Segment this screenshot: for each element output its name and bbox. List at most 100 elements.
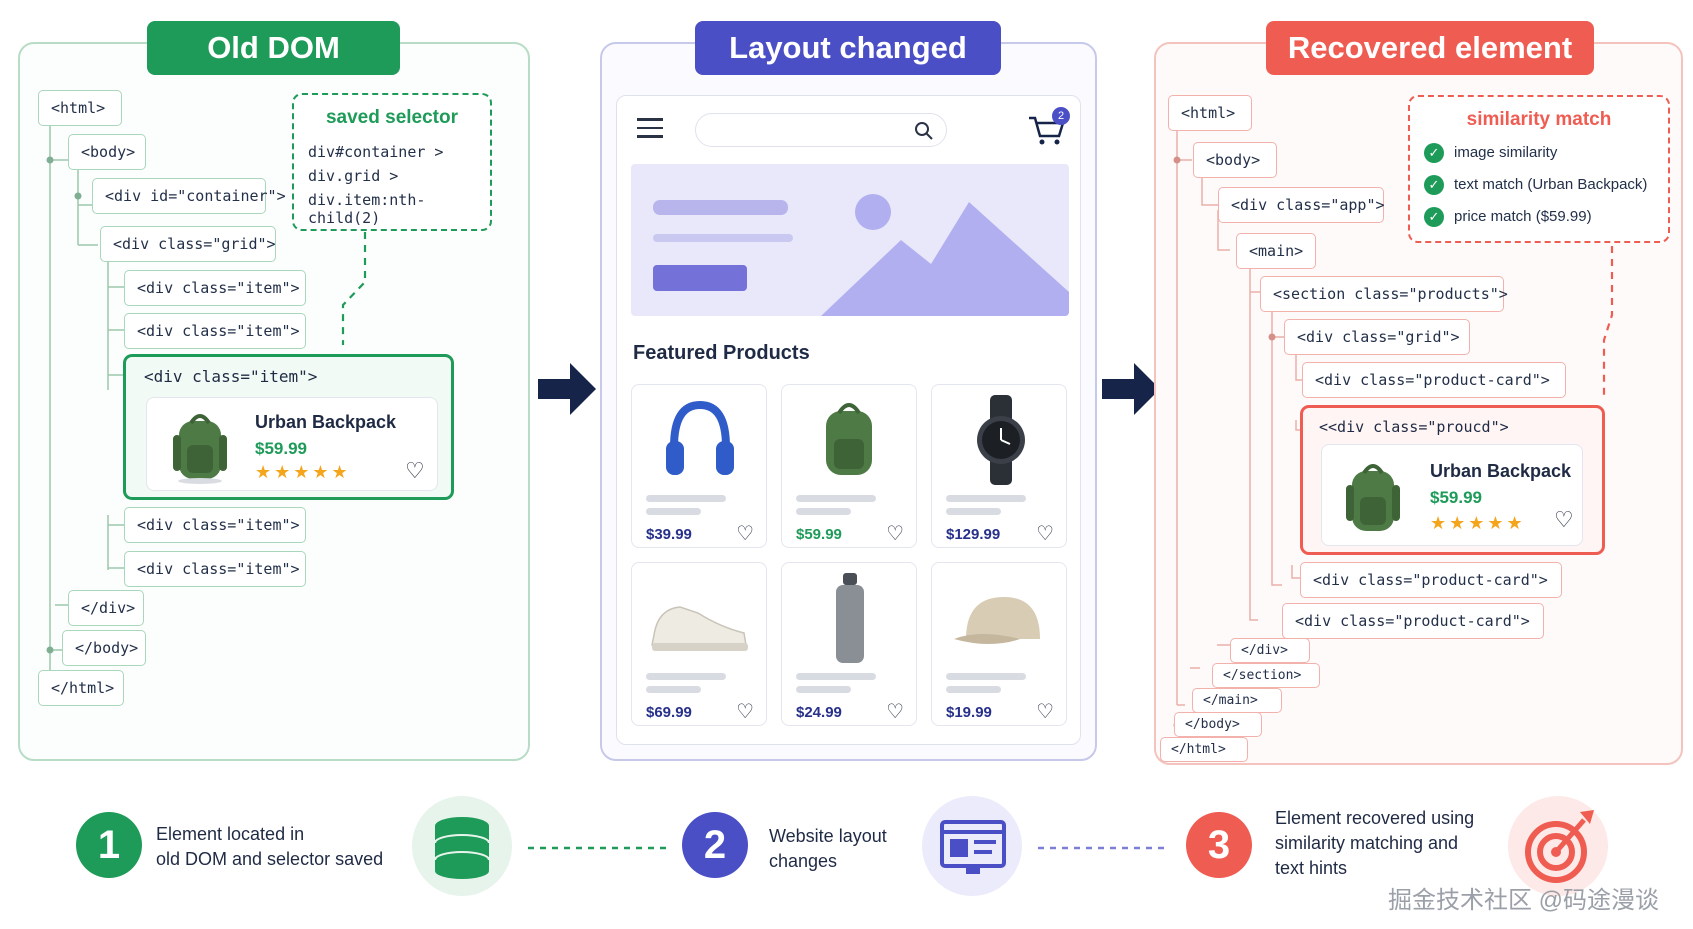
old-product-price: $59.99 [255,439,307,458]
saved-selector-title: saved selector [325,107,459,128]
dashed-connector [1038,846,1168,850]
heart-icon[interactable]: ♡ [886,523,904,545]
step-2-badge: 2 [682,812,748,878]
old-tag-item-4: <div class="item"> [124,507,306,543]
dashed-connector [528,846,666,850]
step-2-text: Website layout changes [769,824,887,874]
hero-line [653,234,793,242]
new-tag-grid: <div class="grid"> [1284,319,1470,355]
new-tag-html: <html> [1168,95,1252,131]
placeholder-line [796,686,851,693]
bottle-icon [836,573,864,663]
check-icon: ✓ [1424,143,1444,163]
layout-changed-title: Layout changed [695,21,1001,75]
selector-line-2: div.grid > [308,167,399,185]
placeholder-line [796,673,876,680]
browser-mockup: 2 Featured Products $39.99 ♡ $59.99 ♡ [616,95,1081,745]
step-3-text: Element recovered using similarity match… [1275,806,1474,881]
target-icon [1508,796,1608,896]
arrow-right-icon [538,363,596,415]
old-product-stars: ★★★★★ [255,462,351,482]
hero-cta-button[interactable] [653,265,747,291]
heart-icon: ♡ [1554,507,1574,532]
old-tag-container: <div id="container"> [92,178,286,214]
product-price: $69.99 [646,704,692,721]
check-icon: ✓ [1424,175,1444,195]
watermark: 掘金技术社区 @码途漫谈 [1388,887,1660,914]
step-3-line: Element recovered using [1275,808,1475,828]
search-input[interactable] [695,113,947,147]
hero-banner [631,164,1069,316]
check-icon: ✓ [1424,207,1444,227]
heart-icon[interactable]: ♡ [886,701,904,723]
product-price: $129.99 [946,526,1001,543]
hamburger-menu-icon[interactable] [637,118,663,138]
database-icon [412,796,512,896]
product-card[interactable]: $69.99 ♡ [631,562,767,726]
recovered-target-element: <<div class="proucd"> Urban Backpack $59… [1300,405,1605,555]
watch-icon [977,395,1025,485]
backpack-icon [826,403,872,475]
step-2-line: changes [769,851,838,871]
old-tag-body: <body> [68,134,146,170]
search-icon[interactable] [914,121,934,141]
product-price: $59.99 [796,526,842,543]
similarity-match-box: similarity match ✓ image similarity ✓ te… [1408,95,1670,243]
product-price: $39.99 [646,526,692,543]
backpack-icon [173,414,227,484]
product-card[interactable]: $24.99 ♡ [781,562,917,726]
old-tag-grid: <div class="grid"> [100,226,276,262]
heart-icon: ♡ [405,458,425,483]
old-product-name: Urban Backpack [255,412,397,432]
product-card[interactable]: $19.99 ♡ [931,562,1067,726]
old-tag-html: <html> [38,90,122,126]
new-tag-product-card-2: <div class="product-card"> [1300,562,1562,598]
recovered-product-price: $59.99 [1430,488,1482,507]
match-item-text: text match (Urban Backpack) [1454,176,1648,193]
recovered-product-name: Urban Backpack [1430,461,1572,481]
old-tag-div-close: </div> [68,590,144,626]
selector-line-3: div.item:nth-child(2) [308,191,426,227]
new-tag-body-close: </body> [1174,712,1262,737]
new-tag-main: <main> [1236,233,1316,269]
product-card[interactable]: $59.99 ♡ [781,384,917,548]
product-card[interactable]: $129.99 ♡ [931,384,1067,548]
placeholder-line [946,673,1026,680]
old-product-card: Urban Backpack $59.99 ★★★★★ ♡ [146,397,438,491]
headphones-icon [666,400,734,475]
recovered-product-stars: ★★★★★ [1430,513,1526,533]
match-item-image: image similarity [1454,144,1558,161]
heart-icon[interactable]: ♡ [1036,523,1054,545]
new-tag-div-close: </div> [1230,638,1310,663]
placeholder-line [646,673,726,680]
new-tag-product-card-1: <div class="product-card"> [1302,362,1566,398]
recovered-product-card: Urban Backpack $59.99 ★★★★★ ♡ [1321,444,1583,546]
step-1-badge: 1 [76,812,142,878]
placeholder-line [946,508,1001,515]
new-tag-section-close: </section> [1212,663,1320,688]
old-tag-item-2: <div class="item"> [124,313,306,349]
product-card[interactable]: $39.99 ♡ [631,384,767,548]
new-tag-app: <div class="app"> [1218,187,1385,223]
cart-badge: 2 [1052,107,1070,125]
old-tag-body-close: </body> [62,630,146,666]
heart-icon[interactable]: ♡ [736,701,754,723]
cap-icon [954,597,1040,644]
hero-line [653,200,788,215]
heart-icon[interactable]: ♡ [1036,701,1054,723]
sneaker-icon [651,606,748,651]
heart-icon[interactable]: ♡ [736,523,754,545]
new-tag-section: <section class="products"> [1260,276,1508,312]
saved-selector-box: saved selector div#container > div.grid … [292,93,492,231]
placeholder-line [946,495,1026,502]
featured-products-heading: Featured Products [633,342,810,364]
old-target-tag: <div class="item"> [144,367,318,386]
new-tag-product-card-3: <div class="product-card"> [1282,603,1544,639]
product-price: $19.99 [946,704,992,721]
old-tag-html-close: </html> [38,670,124,706]
old-tag-item-5: <div class="item"> [124,551,306,587]
image-placeholder-icon [821,194,1069,316]
placeholder-line [646,508,701,515]
old-tag-item-1: <div class="item"> [124,270,306,306]
old-dom-title: Old DOM [147,21,400,75]
